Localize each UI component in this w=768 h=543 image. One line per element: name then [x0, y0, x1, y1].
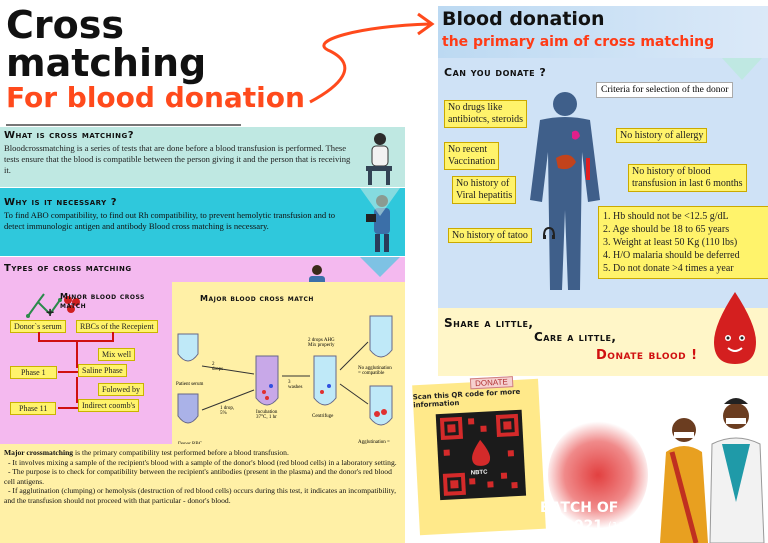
no-hepatitis-label: No history of Viral hepatitis	[452, 176, 517, 204]
can-donate-heading: Can you donate ?	[444, 66, 547, 79]
criteria-item-1: 1. Hb should not be <12.5 g/dL	[603, 211, 729, 222]
connector	[112, 332, 114, 340]
major-text-section: Major crossmatching is the primary compa…	[0, 444, 405, 543]
doctor-sitting-icon	[366, 133, 392, 185]
down-triangle-icon-2	[360, 257, 400, 277]
share-panel: Share a little, Care a little, Donate bl…	[438, 292, 768, 376]
blood-drop-mascot-icon	[714, 292, 756, 364]
swoosh-arrow-icon	[309, 12, 435, 104]
title-block: Cross matching For blood donation	[6, 6, 305, 114]
qr-center-label: NBTC	[470, 469, 488, 477]
right-title: Blood donation	[442, 8, 605, 30]
criteria-label: Criteria for selection of the donor	[596, 82, 734, 98]
headphones-icon	[543, 226, 555, 239]
no-tattoo-label: No history of tatoo	[448, 228, 532, 243]
share-text: Share a little,	[444, 316, 534, 330]
why-heading: Why is it necessary ?	[4, 197, 118, 208]
no-drugs-label: No drugs like antibiotcs, steroids	[444, 100, 527, 128]
connector	[58, 407, 78, 409]
arm-band	[586, 158, 590, 180]
paint-splash	[548, 420, 648, 530]
mix-well-label: Mix well	[98, 348, 136, 361]
batch-year: 2021	[564, 518, 603, 534]
why-body: To find ABO compatibility, to find out R…	[4, 210, 336, 231]
down-triangle-icon-3	[722, 58, 762, 80]
connector	[58, 371, 78, 373]
title-line2: matching	[6, 41, 207, 85]
major-text-bold: Major crossmatching	[4, 448, 74, 457]
criteria-list: 1. Hb should not be <12.5 g/dL 2. Age sh…	[598, 206, 768, 279]
donor-serum-label: Donor`s serum	[10, 320, 66, 333]
patient-serum-label: Patient serum	[176, 382, 204, 387]
minor-heading: Minor blood cross match	[60, 292, 145, 310]
followed-by-label: Folowed by	[98, 383, 144, 396]
no-vaccination-label: No recent Vaccination	[444, 142, 500, 170]
heart-shape	[572, 130, 580, 140]
major-text-p2: - The purpose is to check for compatibil…	[4, 467, 392, 486]
major-text-p3: - If agglutination (clumping) or hemolys…	[4, 486, 396, 505]
qr-donate-tag: DONATE	[469, 376, 514, 390]
health-workers-icon	[660, 398, 765, 543]
tube-incubation	[255, 355, 279, 406]
qr-scan-text: Scan this QR code for more information	[412, 387, 521, 410]
washes-label: 3 washes	[288, 380, 303, 390]
batch-line1: BATCH OF	[540, 500, 619, 516]
tube-incompatible	[369, 385, 393, 426]
major-area: Major blood cross match Patient serum 2 …	[172, 282, 405, 450]
title-line1: Cross	[6, 3, 124, 47]
ahg-label: 2 drops AHG Mix properly	[308, 338, 335, 348]
incubation-label: Incubation 37°C, 1 hr	[256, 410, 278, 420]
major-diagram	[177, 315, 393, 426]
care-text: Care a little,	[534, 330, 617, 344]
why-section: Why is it necessary ? To find ABO compat…	[0, 188, 405, 256]
down-triangle-icon	[360, 188, 400, 216]
criteria-item-3: 3. Weight at least 50 Kg (110 lbs)	[603, 237, 738, 248]
plus-sign: +	[46, 304, 55, 320]
minor-area: + Minor blood cross match Donor`s serum …	[0, 282, 170, 432]
major-heading: Major blood cross match	[200, 294, 314, 303]
major-text-p1: - It involves mixing a sample of the rec…	[8, 457, 397, 467]
title-underline	[6, 124, 241, 126]
no-agglutination-label: No agglutination = compatible	[358, 366, 392, 376]
donate-panel: Can you donate ? Criteria for selection …	[438, 58, 768, 308]
criteria-item-4: 4. H/O malaria should be deferred	[603, 250, 740, 261]
drops-label: 2 drops	[212, 362, 224, 372]
title-line3: For blood donation	[6, 81, 305, 114]
qr-card: DONATE Scan this QR code for more inform…	[412, 376, 546, 536]
what-heading: What is cross matching?	[4, 130, 134, 141]
coombs-label: Indirect coomb's	[78, 399, 140, 412]
rbc-cluster-icon	[64, 296, 80, 313]
phase1-label: Phase 1	[10, 366, 57, 379]
tube-compatible	[369, 315, 393, 358]
right-subtitle: the primary aim of cross matching	[442, 34, 715, 50]
major-text-rest: is the primary compatibility test perfor…	[73, 448, 289, 457]
criteria-item-5: 5. Do not donate >4 times a year	[603, 263, 734, 274]
donate-blood-text: Donate blood !	[596, 348, 698, 363]
saline-phase-label: Saline Phase	[78, 364, 127, 377]
drop5-label: 1 drop, 5%	[220, 406, 235, 416]
qr-code[interactable]: NBTC	[435, 409, 527, 501]
connector	[76, 340, 78, 368]
what-section: What is cross matching? Bloodcrossmatchi…	[0, 127, 405, 187]
connector	[38, 332, 40, 340]
tube-centrifuge	[313, 355, 337, 406]
liver-shape	[556, 154, 576, 170]
tube-patient-serum	[177, 333, 199, 362]
rbc-recipient-label: RBCs of the Recepient	[76, 320, 158, 333]
centrifuge-label: Centrifuge	[312, 414, 334, 419]
tube-donor-rbc	[177, 393, 199, 424]
qr-pattern-icon	[439, 413, 519, 496]
major-text-body: Major crossmatching is the primary compa…	[4, 448, 402, 506]
human-body-icon	[530, 92, 600, 290]
criteria-item-2: 2. Age should be 18 to 65 years	[603, 224, 730, 235]
molecule-icon	[26, 293, 62, 318]
connector	[76, 377, 78, 403]
what-body: Bloodcrossmatching is a series of tests …	[4, 143, 351, 175]
no-transfusion-label: No history of blood transfusion in last …	[628, 164, 747, 192]
batch-range: (111-120)	[608, 521, 658, 532]
phase2-label: Phase 11	[10, 402, 57, 415]
right-header: Blood donation the primary aim of cross …	[438, 6, 768, 58]
types-heading: Types of cross matching	[4, 263, 132, 274]
no-allergy-label: No history of allergy	[616, 128, 708, 143]
